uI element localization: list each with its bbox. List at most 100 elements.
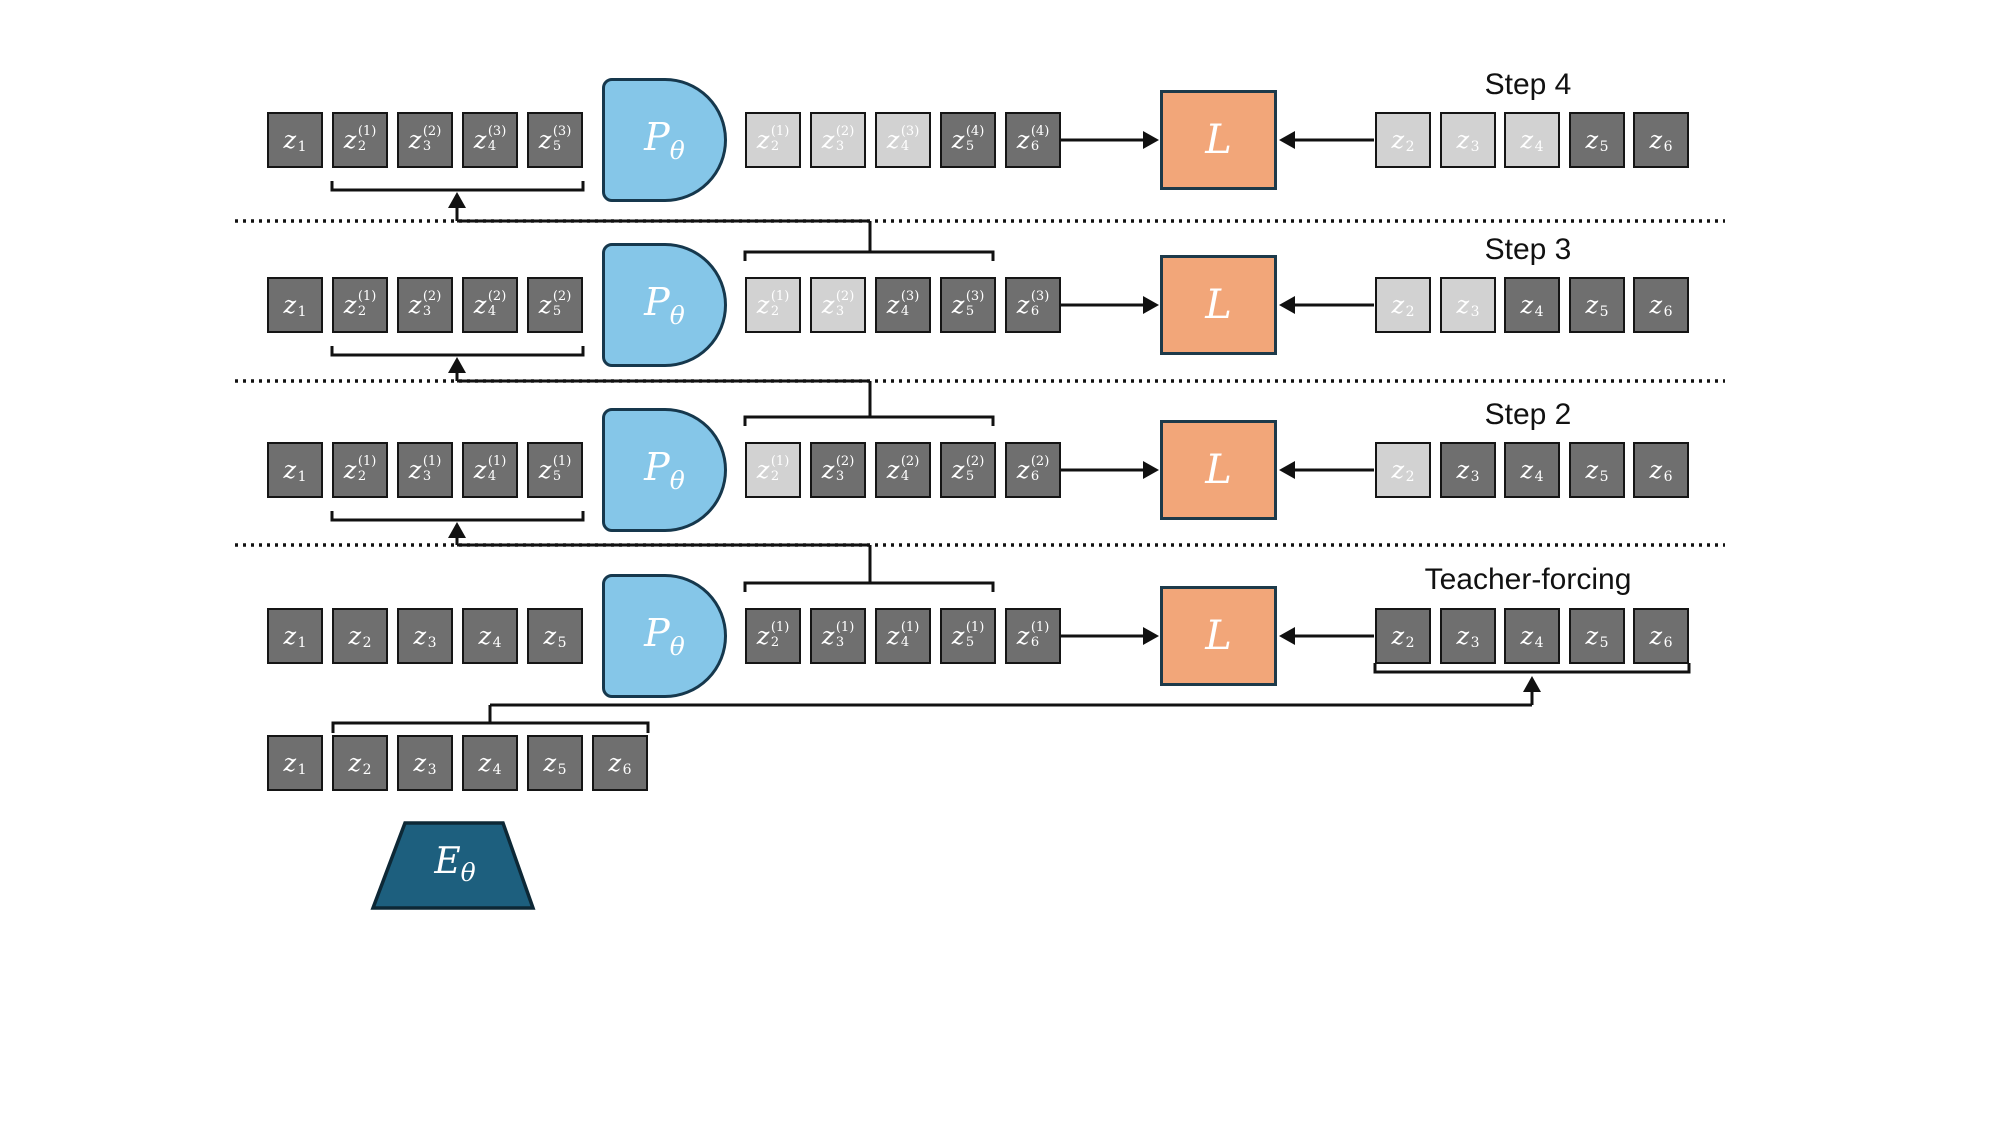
token-label: z(1)2 [756, 124, 790, 154]
target-to-loss-arrowhead-icon [1279, 461, 1295, 479]
encoder-shape [370, 821, 536, 910]
token-label: z(1)2 [756, 454, 790, 484]
token: z(1)4 [875, 608, 931, 664]
token-label: z(1)4 [886, 620, 920, 650]
token: z(3)4 [875, 112, 931, 168]
token-label: z(2)4 [886, 454, 920, 484]
processor-label: Pθ [644, 114, 685, 165]
token: z(2)3 [397, 112, 453, 168]
token-label: z(3)4 [886, 124, 920, 154]
target-feed-arrowhead-icon [1523, 676, 1541, 692]
token-label: z(1)2 [343, 124, 377, 154]
token-label: z(2)3 [408, 124, 442, 154]
token: z(1)2 [745, 277, 801, 333]
token: z(1)2 [332, 442, 388, 498]
token-label: z(1)2 [343, 454, 377, 484]
step-2-label: Step 2 [1484, 398, 1572, 431]
token: z(1)5 [527, 442, 583, 498]
loss-label: L [1205, 117, 1232, 163]
feedback-arrowhead-icon [448, 357, 466, 373]
token-label: z(1)2 [343, 289, 377, 319]
token: z(3)5 [527, 112, 583, 168]
encoder-subscript: θ [460, 858, 476, 887]
token: z(1)6 [1005, 608, 1061, 664]
token: z(4)6 [1005, 112, 1061, 168]
token: z(2)6 [1005, 442, 1061, 498]
step-4-label: Step 4 [1484, 68, 1572, 101]
token: z(1)3 [397, 442, 453, 498]
token: z(3)5 [940, 277, 996, 333]
token-label: z(1)5 [538, 454, 572, 484]
loss-label: L [1205, 282, 1232, 328]
token-label: z(1)6 [1016, 620, 1050, 650]
output-overbrace [743, 250, 995, 261]
token: z(1)2 [745, 442, 801, 498]
token-label: z(1)5 [951, 620, 985, 650]
step-3-label: Step 3 [1484, 233, 1572, 266]
feedback-arrowhead-icon [448, 522, 466, 538]
token-label: z(4)6 [1016, 124, 1050, 154]
token: z(2)3 [397, 277, 453, 333]
token: z(1)2 [745, 608, 801, 664]
token-label: z(1)2 [756, 289, 790, 319]
token-label: z(3)6 [1016, 289, 1050, 319]
token: z(3)4 [875, 277, 931, 333]
prediction-to-loss-arrowhead-icon [1143, 627, 1159, 645]
loss-box: L [1160, 90, 1277, 190]
token-label: z(2)3 [821, 124, 855, 154]
teacher-forcing-label: Teacher-forcing [1424, 563, 1632, 596]
token: z(1)2 [745, 112, 801, 168]
input-underbrace [330, 346, 585, 357]
token: z(2)3 [810, 112, 866, 168]
processor-label: Pθ [644, 444, 685, 495]
loss-label: L [1205, 613, 1232, 659]
target-to-loss-arrowhead-icon [1279, 296, 1295, 314]
token: z(1)3 [810, 608, 866, 664]
loss-label: L [1205, 447, 1232, 493]
target-to-loss-arrowhead-icon [1279, 627, 1295, 645]
token-label: z(2)4 [473, 289, 507, 319]
feedback-arrowhead-icon [448, 192, 466, 208]
loss-box: L [1160, 586, 1277, 686]
